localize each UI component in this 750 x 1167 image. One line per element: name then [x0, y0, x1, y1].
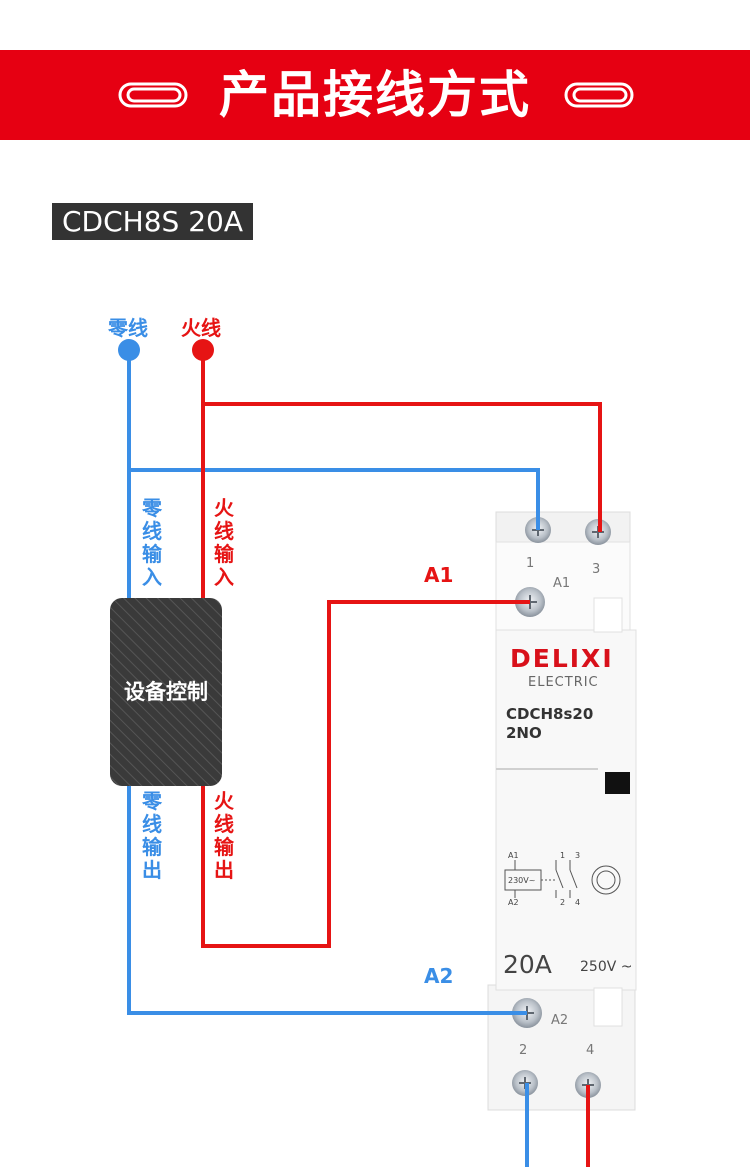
paperclip-icon — [564, 82, 634, 108]
schematic-a2: A2 — [508, 898, 519, 907]
page-title: 产品接线方式 — [219, 66, 531, 124]
neutral-out-label: 零线输出 — [142, 789, 162, 882]
schematic-c3: 3 — [575, 851, 581, 860]
schematic-c1: 1 — [560, 851, 566, 860]
device-poles: 2NO — [506, 724, 542, 742]
header-banner: 产品接线方式 — [0, 50, 750, 140]
live-label: 火线 — [181, 316, 221, 340]
brand-subtitle: ELECTRIC — [528, 675, 599, 690]
model-tag: CDCH8S 20A — [52, 203, 253, 240]
schematic-coil-voltage: 230V~ — [508, 876, 536, 885]
a1-label: A1 — [424, 563, 454, 587]
device-voltage: 250V ~ — [580, 959, 633, 975]
live-terminal-dot — [192, 339, 214, 361]
device-model: CDCH8s20 — [506, 705, 594, 723]
device-rating: 20A — [503, 950, 552, 979]
neutral-terminal-dot — [118, 339, 140, 361]
a2-label: A2 — [424, 964, 454, 988]
terminal-3-label: 3 — [592, 562, 601, 577]
paperclip-icon — [118, 82, 188, 108]
live-in-label: 火线输入 — [214, 496, 234, 589]
schematic-c2: 2 — [560, 898, 566, 907]
neutral-in-label: 零线输入 — [142, 496, 162, 589]
terminal-a2-label: A2 — [551, 1013, 569, 1028]
neutral-wire — [127, 350, 540, 1167]
neutral-label: 零线 — [108, 316, 148, 340]
control-box-label: 设备控制 — [124, 680, 208, 704]
brand-logo: DELIXI — [510, 644, 614, 673]
terminal-2-label: 2 — [519, 1043, 528, 1058]
live-wire — [201, 350, 602, 1167]
terminal-a1-label: A1 — [553, 576, 571, 591]
live-out-label: 火线输出 — [214, 789, 234, 882]
terminal-1-label: 1 — [526, 556, 535, 571]
control-box — [110, 598, 222, 786]
schematic-c4: 4 — [575, 898, 581, 907]
terminal-4-label: 4 — [586, 1043, 595, 1058]
schematic-a1: A1 — [508, 851, 519, 860]
